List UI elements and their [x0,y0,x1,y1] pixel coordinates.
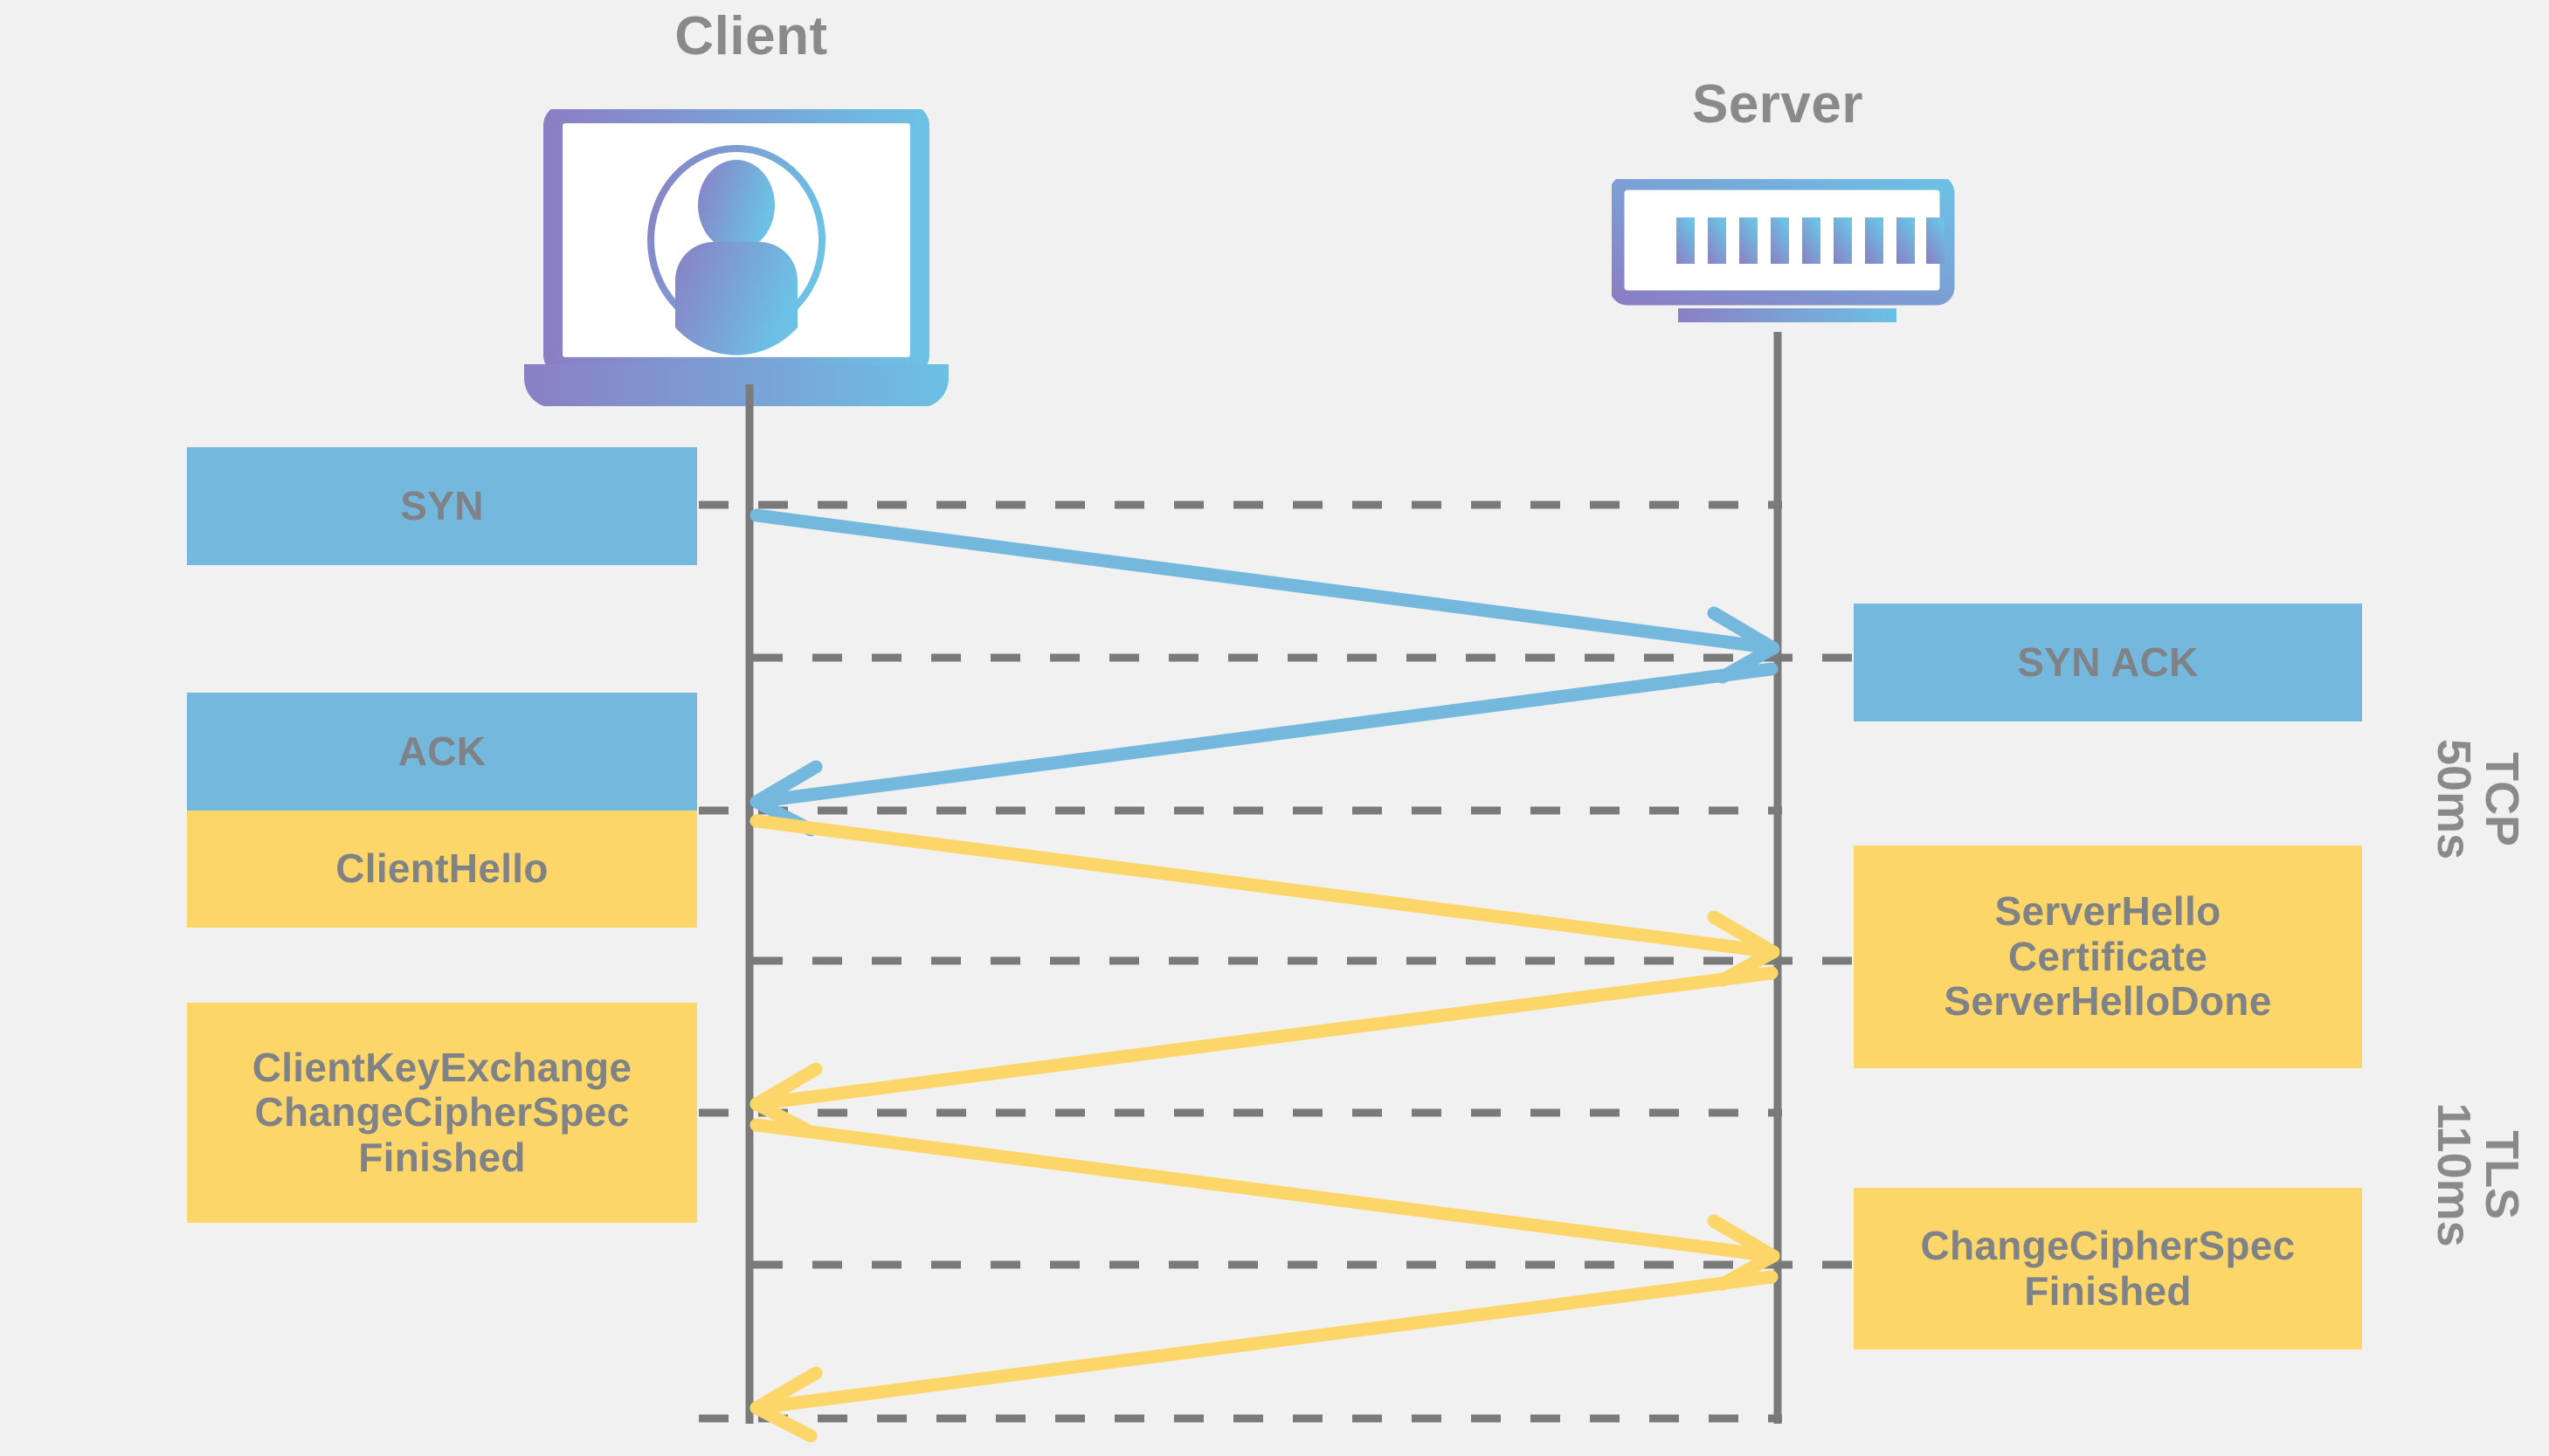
arrow-server-change-cipher [750,1270,1779,1443]
message-label-line3: ServerHelloDone [1944,978,2272,1025]
phase-duration-tls: 110ms [2428,1102,2480,1247]
message-label: SYN ACK [2017,638,2199,685]
arrow-syn [750,508,1780,684]
message-box-ack[interactable]: ACK [187,693,697,811]
message-label-line3: Finished [358,1134,526,1180]
phase-label-tls: TLS 110ms [2428,1061,2529,1288]
message-label-line2: ChangeCipherSpec [254,1089,630,1135]
message-label-line1: ServerHello [1994,888,2221,935]
time-rules [699,500,1861,1423]
phase-name-tcp: TCP [2476,752,2529,847]
message-label: SYN [400,482,484,528]
server-rack-icon [1612,179,1955,322]
laptop-user-icon [524,109,949,406]
message-label-line1: ChangeCipherSpec [1920,1222,2296,1268]
phase-name-tls: TLS [2476,1130,2529,1220]
arrow-syn-ack [750,662,1779,837]
message-box-client-hello[interactable]: ClientHello [187,811,697,928]
client-title: Client [674,6,828,66]
arrow-server-hello [750,966,1779,1139]
message-label-line2: Finished [2024,1267,2192,1314]
message-box-syn[interactable]: SYN [187,447,697,565]
message-box-client-key-exchange[interactable]: ClientKeyExchange ChangeCipherSpec Finis… [187,1003,697,1223]
message-box-syn-ack[interactable]: SYN ACK [1854,604,2362,721]
message-label-line2: Certificate [2007,933,2208,979]
message-label: ACK [397,728,487,774]
message-box-server-change-cipher[interactable]: ChangeCipherSpec Finished [1854,1188,2362,1349]
phase-label-tcp: TCP 50ms [2428,686,2529,913]
message-label: ClientHello [335,845,549,892]
arrow-ack [750,814,1780,987]
server-title: Server [1691,74,1864,135]
phase-duration-tcp: 50ms [2428,739,2480,860]
message-box-server-hello[interactable]: ServerHello Certificate ServerHelloDone [1854,845,2362,1068]
arrow-client-key-exchange [750,1118,1780,1291]
message-label-line1: ClientKeyExchange [252,1044,632,1090]
